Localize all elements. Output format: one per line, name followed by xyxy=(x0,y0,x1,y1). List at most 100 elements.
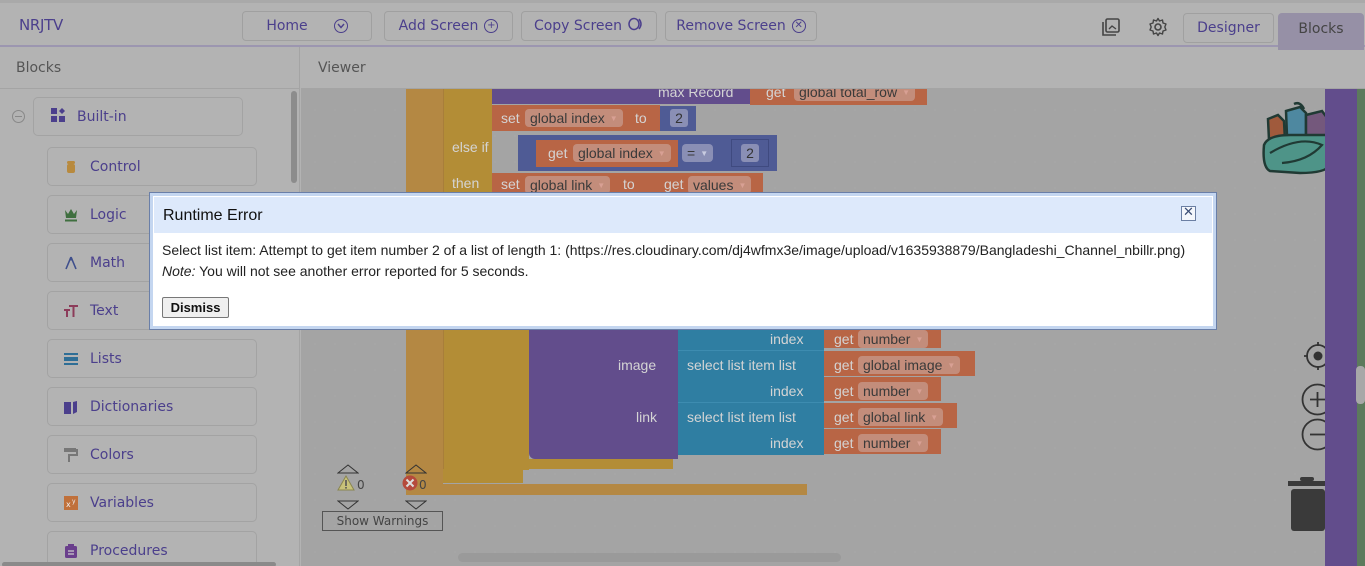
number-field[interactable]: 2 xyxy=(670,109,688,127)
error-prev-arrow[interactable] xyxy=(404,459,428,478)
sidebar-item-dictionaries[interactable]: Dictionaries xyxy=(47,387,257,426)
global-link-dropdown[interactable]: global link▼ xyxy=(525,176,611,194)
blocks-tab[interactable]: Blocks xyxy=(1278,13,1364,50)
get-label: get xyxy=(834,409,854,425)
number-dropdown[interactable]: number▼ xyxy=(858,434,929,452)
warning-count: 0 xyxy=(357,478,365,492)
index-label: index xyxy=(770,435,804,451)
runtime-error-dialog: Runtime Error ✕ Select list item: Attemp… xyxy=(149,192,1217,330)
svg-text:y: y xyxy=(72,498,76,505)
values-dropdown[interactable]: values▼ xyxy=(688,176,752,194)
max-record-block[interactable] xyxy=(492,89,757,104)
number-dropdown[interactable]: number▼ xyxy=(858,382,929,400)
sidebar-item-lists[interactable]: Lists xyxy=(47,339,257,378)
outer-block-bottom[interactable] xyxy=(406,484,807,495)
global-index-dropdown[interactable]: global index▼ xyxy=(573,144,671,162)
number-dropdown[interactable]: number▼ xyxy=(858,330,929,348)
workspace-horizontal-scrollbar[interactable] xyxy=(458,553,841,562)
builtin-group[interactable]: Built-in xyxy=(33,97,243,136)
else-if-label: else if xyxy=(452,139,489,155)
sidebar-horizontal-scrollbar[interactable] xyxy=(2,562,276,566)
warning-icon xyxy=(337,474,355,495)
builtin-icon xyxy=(51,107,67,126)
copy-screen-label: Copy Screen xyxy=(533,18,623,34)
sidebar-item-label: Math xyxy=(90,254,126,271)
make-dictionary-block[interactable] xyxy=(529,324,678,459)
workspace-vertical-scrollbar[interactable] xyxy=(1356,366,1365,404)
collapse-icon[interactable] xyxy=(12,110,25,123)
error-count: 0 xyxy=(419,478,427,492)
global-total-row-dropdown[interactable]: global total_row▼ xyxy=(794,89,915,101)
builtin-label: Built-in xyxy=(77,108,127,125)
center-icon[interactable] xyxy=(1303,341,1333,375)
viewer-panel-header: Viewer xyxy=(301,47,1365,89)
max-record-label: max Record xyxy=(658,89,734,100)
sidebar-item-colors[interactable]: Colors xyxy=(47,435,257,474)
crown-icon xyxy=(64,208,78,222)
select-list-item-label: select list item list xyxy=(687,357,796,373)
error-message: Select list item: Attempt to get item nu… xyxy=(162,242,1186,258)
get-label: get xyxy=(834,435,854,451)
warning-prev-arrow[interactable] xyxy=(336,459,360,478)
close-icon[interactable]: ✕ xyxy=(1181,206,1196,221)
global-link-dropdown[interactable]: global link▼ xyxy=(858,408,944,426)
global-image-dropdown[interactable]: global image▼ xyxy=(858,356,961,374)
sidebar-item-label: Logic xyxy=(90,206,127,223)
number-field[interactable]: 2 xyxy=(741,144,759,162)
copy-icon xyxy=(628,17,644,35)
sidebar-item-label: Control xyxy=(90,158,141,175)
plus-circle-icon: + xyxy=(484,19,499,33)
get-label: get xyxy=(834,357,854,373)
show-warnings-button[interactable]: Show Warnings xyxy=(322,511,443,531)
to-label: to xyxy=(635,110,647,126)
add-screen-label: Add Screen xyxy=(398,18,479,34)
error-icon xyxy=(402,475,418,495)
divider xyxy=(678,402,824,403)
get-label: get xyxy=(766,89,786,100)
paint-roller-icon xyxy=(64,447,78,462)
inner-block-bottom[interactable] xyxy=(492,459,673,469)
gear-icon[interactable] xyxy=(1148,17,1168,37)
get-label: get xyxy=(664,176,684,192)
operator-dropdown[interactable]: =▼ xyxy=(682,144,714,162)
divider xyxy=(678,350,824,351)
sidebar-item-label: Colors xyxy=(90,446,134,463)
set-label: set xyxy=(501,176,520,192)
designer-tab[interactable]: Designer xyxy=(1183,13,1274,43)
index-label: index xyxy=(770,331,804,347)
sidebar-item-label: Variables xyxy=(90,494,154,511)
screen-select-button[interactable]: Home xyxy=(242,11,372,41)
remove-screen-button[interactable]: Remove Screen ✕ xyxy=(665,11,817,41)
gallery-icon[interactable] xyxy=(1101,17,1121,37)
select-list-item-blocks[interactable] xyxy=(678,324,824,455)
svg-text:x: x xyxy=(66,500,71,509)
inner-block[interactable] xyxy=(492,324,529,470)
copy-screen-button[interactable]: Copy Screen xyxy=(521,11,657,41)
add-screen-button[interactable]: Add Screen + xyxy=(384,11,513,41)
note-label: Note: xyxy=(162,263,196,279)
get-label: get xyxy=(548,145,568,161)
remove-screen-label: Remove Screen xyxy=(676,18,786,34)
trash-icon[interactable] xyxy=(1288,477,1325,537)
error-next-arrow[interactable] xyxy=(404,495,428,514)
error-note: Note: You will not see another error rep… xyxy=(162,263,529,279)
if-block-bottom[interactable] xyxy=(443,469,523,483)
global-index-dropdown[interactable]: global index▼ xyxy=(525,109,623,127)
top-toolbar: NRJTV Home Add Screen + Copy Screen Remo… xyxy=(0,0,1365,50)
sidebar-item-control[interactable]: Control xyxy=(47,147,257,186)
chevron-down-circle-icon xyxy=(333,19,348,33)
sidebar-item-label: Dictionaries xyxy=(90,398,174,415)
note-text: You will not see another error reported … xyxy=(195,263,529,279)
to-label: to xyxy=(623,176,635,192)
sidebar-item-label: Lists xyxy=(90,350,122,367)
warning-next-arrow[interactable] xyxy=(336,495,360,514)
sidebar-vertical-scrollbar[interactable] xyxy=(291,91,297,183)
sidebar-item-procedures[interactable]: Procedures xyxy=(47,531,257,566)
index-label: index xyxy=(770,383,804,399)
text-size-icon xyxy=(64,304,78,318)
dismiss-button[interactable]: Dismiss xyxy=(162,297,229,318)
blocks-panel-header: Blocks xyxy=(0,47,300,89)
